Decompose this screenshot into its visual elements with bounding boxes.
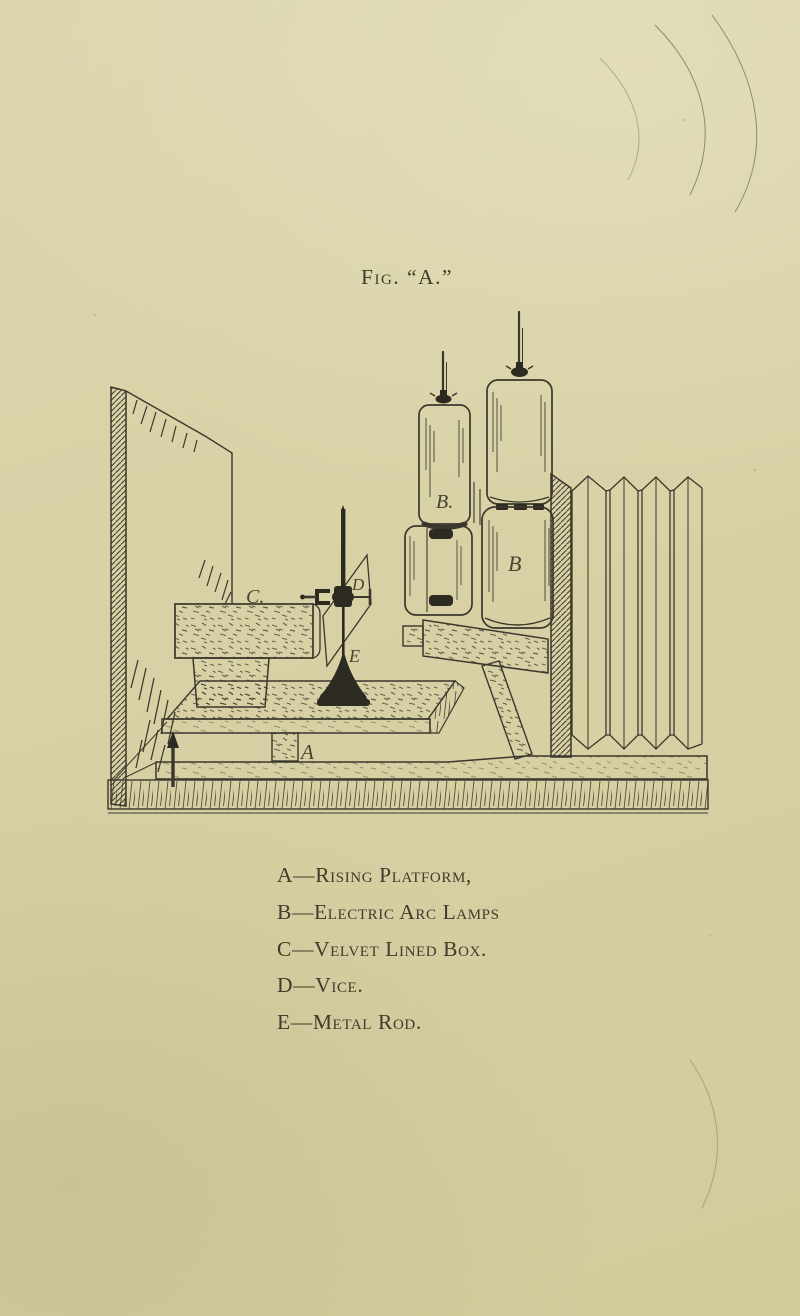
platform-board: [161, 718, 431, 734]
legend-item-vice: D—Vice.: [277, 973, 364, 998]
label-platform-a: A: [299, 740, 314, 764]
floor: [107, 779, 709, 814]
wall-shading-top: [132, 399, 198, 453]
tilted-plate: [322, 553, 372, 668]
pleated-screen: [571, 475, 703, 750]
rod-clamp-right: [505, 362, 534, 377]
arc-lamp-right: [473, 310, 554, 629]
legend-item-rising-platform: A—Rising Platform,: [277, 863, 472, 887]
right-wall-post: [550, 472, 572, 758]
label-rod-e: E: [348, 646, 360, 666]
label-box-c: C.: [246, 586, 264, 608]
figure-legend: A—Rising Platform, B—Electric Arc Lamps …: [277, 857, 500, 1041]
arc-lamp-left: [404, 350, 473, 616]
base-board: [155, 755, 708, 780]
figure-title: Fig. “A.”: [361, 265, 454, 289]
carbon-rod-right: [517, 310, 523, 368]
platform-block: [271, 732, 299, 762]
label-lamp-b-upper: B.: [436, 491, 453, 513]
rising-platform: [112, 680, 708, 787]
legend-item-electric-arc-lamps: B—Electric Arc Lamps: [277, 899, 500, 924]
legend-item-metal-rod: E—Metal Rod.: [277, 1010, 422, 1035]
metal-rod: [317, 505, 370, 706]
paper-creases: [599, 14, 758, 1209]
paper-spots: [93, 118, 757, 1121]
wall-shading-corner: [130, 659, 176, 773]
diagram-labels: C. B. B D E A: [246, 491, 521, 764]
label-lamp-b-lower: B: [508, 551, 521, 576]
bracket-brace: [481, 660, 533, 760]
carbon-rod-left: [441, 350, 447, 396]
rod-clamp-left: [429, 390, 458, 404]
label-vice-d: D: [351, 575, 365, 594]
platform-top-surface: [165, 680, 457, 720]
legend-item-velvet-lined-box: C—Velvet Lined Box.: [277, 936, 487, 961]
lamp-bracket: [402, 619, 549, 760]
wall-shading-mid: [198, 559, 232, 605]
